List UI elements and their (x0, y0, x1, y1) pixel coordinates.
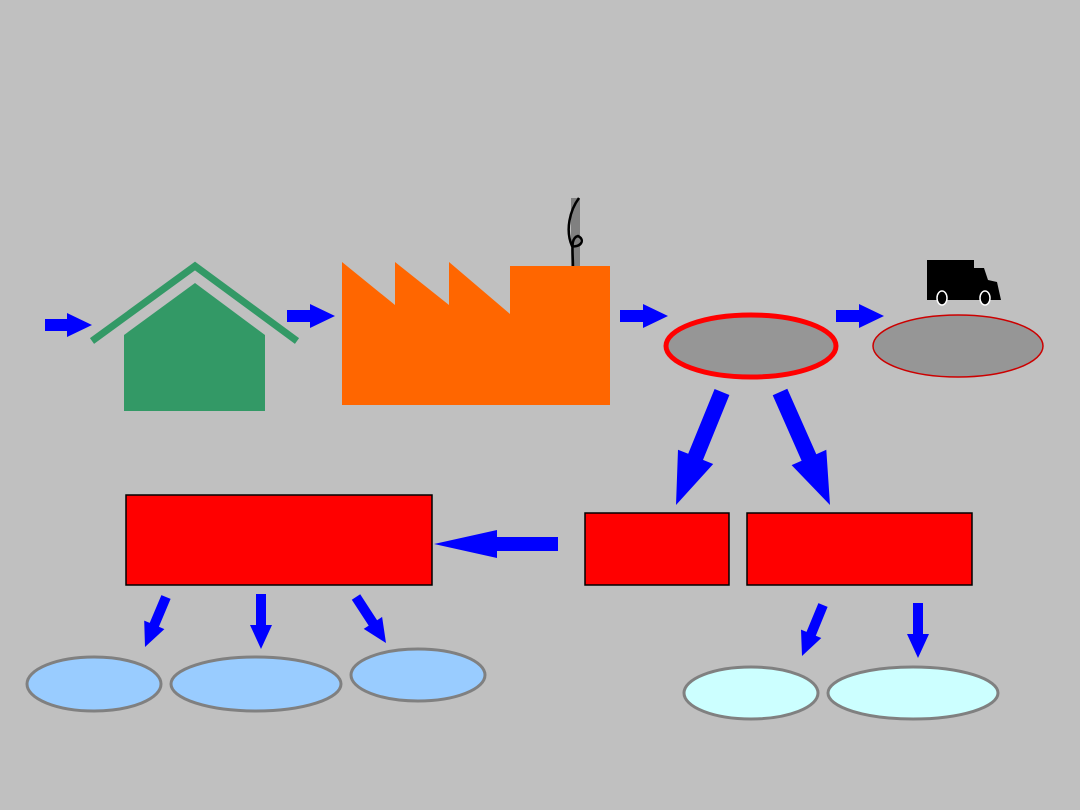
arrow-icon (287, 304, 335, 328)
arrow-icon (836, 304, 884, 328)
smoke-squiggle (567, 197, 583, 269)
arrow-icon (772, 388, 830, 505)
arrow-icon (144, 595, 171, 647)
arrow-icon (45, 313, 92, 337)
factory-building (342, 262, 610, 405)
house-icon (89, 261, 300, 411)
outcome-ellipse-cyan (682, 665, 820, 721)
arrow-icon (351, 594, 386, 643)
outcome-ellipse-blue (25, 655, 163, 713)
hub-ellipse (872, 314, 1044, 378)
arrow-icon (801, 603, 828, 656)
arrow-icon (434, 530, 558, 558)
arrow-icon (620, 304, 668, 328)
arrow-icon (676, 389, 730, 505)
small-red-box (584, 512, 730, 586)
chimney (571, 198, 580, 268)
outcome-ellipse-blue (349, 647, 487, 703)
large-red-box (125, 494, 433, 586)
outcome-ellipse-cyan (826, 665, 1000, 721)
arrow-icon (907, 603, 929, 658)
medium-red-box (746, 512, 973, 586)
outcome-ellipse-blue (169, 655, 343, 713)
house-body (124, 283, 265, 411)
factory-icon (342, 197, 610, 405)
arrows (45, 304, 929, 658)
hub-ellipse-highlighted (663, 312, 839, 380)
truck-icon (927, 260, 1001, 306)
house-roof (89, 261, 300, 344)
arrow-icon (250, 594, 272, 649)
